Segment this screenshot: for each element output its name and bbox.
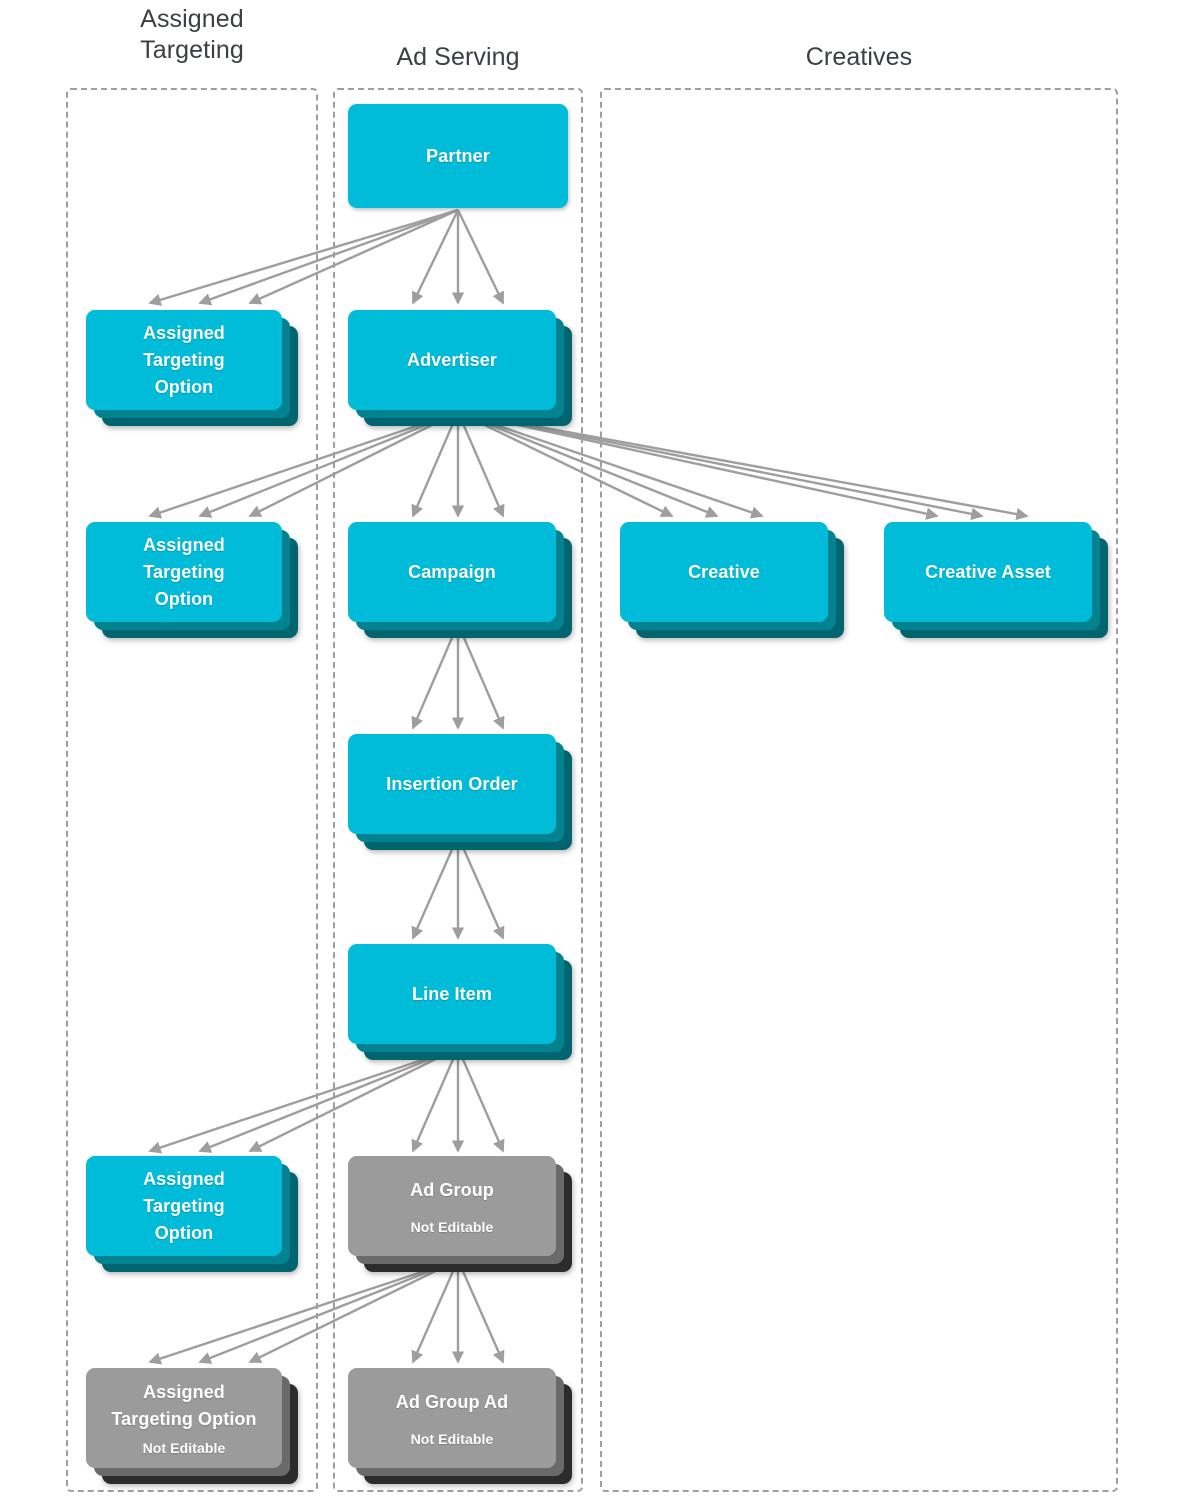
node-status-badge: Not Editable (410, 1430, 494, 1447)
node-title: Partner (426, 145, 490, 166)
node-card-face[interactable]: Ad Group Ad Not Editable (348, 1368, 556, 1468)
node-assigned-targeting-option-advertiser[interactable]: Assigned Targeting Option (86, 522, 298, 638)
node-card-face[interactable]: Assigned Targeting Option (86, 310, 282, 410)
node-card-face[interactable]: Line Item (348, 944, 556, 1044)
node-title: Creative (688, 561, 760, 582)
node-creative[interactable]: Creative (620, 522, 844, 638)
node-title: Line Item (412, 983, 492, 1004)
column-box-ad-serving (333, 88, 583, 1492)
node-title: Ad Group (410, 1179, 494, 1200)
node-partner[interactable]: Partner (348, 104, 568, 208)
column-header-creatives: Creatives (600, 42, 1118, 73)
node-ad-group[interactable]: Ad Group Not Editable (348, 1156, 572, 1272)
node-title: Assigned Targeting Option (143, 1168, 225, 1243)
node-status-badge: Not Editable (410, 1218, 494, 1235)
node-card-face[interactable]: Insertion Order (348, 734, 556, 834)
node-assigned-targeting-option-line-item[interactable]: Assigned Targeting Option (86, 1156, 298, 1272)
column-header-line: Assigned (140, 5, 244, 33)
node-campaign[interactable]: Campaign (348, 522, 572, 638)
node-card-face[interactable]: Assigned Targeting Option (86, 522, 282, 622)
node-card-face[interactable]: Creative (620, 522, 828, 622)
node-creative-asset[interactable]: Creative Asset (884, 522, 1108, 638)
node-title: Advertiser (406, 349, 498, 370)
node-card-face[interactable]: Ad Group Not Editable (348, 1156, 556, 1256)
column-header-line: Targeting (140, 36, 244, 64)
column-header-ad-serving: Ad Serving (333, 42, 583, 73)
column-header-assigned-targeting: Assigned Targeting (66, 4, 318, 66)
node-line-item[interactable]: Line Item (348, 944, 572, 1060)
node-title: Assigned Targeting Option (143, 534, 225, 609)
node-card-face[interactable]: Creative Asset (884, 522, 1092, 622)
node-advertiser[interactable]: Advertiser (348, 310, 572, 426)
node-card-face[interactable]: Assigned Targeting Option (86, 1156, 282, 1256)
column-header-line: Creatives (805, 43, 913, 71)
node-title: Ad Group Ad (395, 1391, 509, 1412)
node-card-face[interactable]: Campaign (348, 522, 556, 622)
column-header-line: Ad Serving (396, 43, 520, 71)
node-ad-group-ad[interactable]: Ad Group Ad Not Editable (348, 1368, 572, 1484)
node-title: Insertion Order (386, 773, 518, 794)
node-insertion-order[interactable]: Insertion Order (348, 734, 572, 850)
node-assigned-targeting-option-partner[interactable]: Assigned Targeting Option (86, 310, 298, 426)
node-title: Creative Asset (925, 561, 1051, 582)
node-assigned-targeting-option-ad-group[interactable]: Assigned Targeting Option Not Editable (86, 1368, 298, 1484)
column-box-creatives (600, 88, 1118, 1492)
node-card-face[interactable]: Partner (348, 104, 568, 208)
node-status-badge: Not Editable (142, 1440, 226, 1456)
column-box-assigned-targeting (66, 88, 318, 1492)
node-title: Assigned Targeting Option (143, 322, 225, 397)
node-card-face[interactable]: Assigned Targeting Option Not Editable (86, 1368, 282, 1468)
node-title: Campaign (408, 561, 496, 582)
node-card-face[interactable]: Advertiser (348, 310, 556, 410)
node-title: Assigned Targeting Option (111, 1382, 257, 1429)
